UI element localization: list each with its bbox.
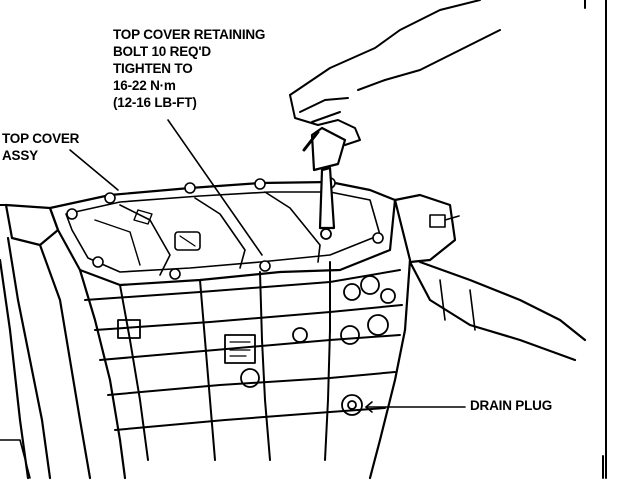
page-frame xyxy=(584,0,607,479)
bolt-label-line: TOP COVER RETAINING xyxy=(113,27,266,42)
bolt-label-line: TIGHTEN TO xyxy=(113,61,193,76)
cover-label-line: ASSY xyxy=(2,148,38,163)
bolt-label-line: 16-22 N·m xyxy=(113,78,176,93)
bolt-label-line: BOLT 10 REQ'D xyxy=(113,44,211,59)
cover-label-line: TOP COVER xyxy=(2,131,80,146)
torque-wrench xyxy=(302,126,347,240)
drain-plug-label: DRAIN PLUG xyxy=(470,398,552,413)
cover-leader xyxy=(69,149,119,191)
drain-plug xyxy=(341,394,363,416)
hand-icon xyxy=(289,0,501,146)
bolt-label-line: (12-16 LB-FT) xyxy=(113,95,197,110)
leader-lines xyxy=(69,119,466,413)
top-cover-assy-label: TOP COVER ASSY xyxy=(2,130,79,164)
top-cover-bolt-label: TOP COVER RETAINING BOLT 10 REQ'D TIGHTE… xyxy=(113,26,265,111)
transmission-case xyxy=(0,177,587,480)
bolt-leader xyxy=(167,119,263,256)
